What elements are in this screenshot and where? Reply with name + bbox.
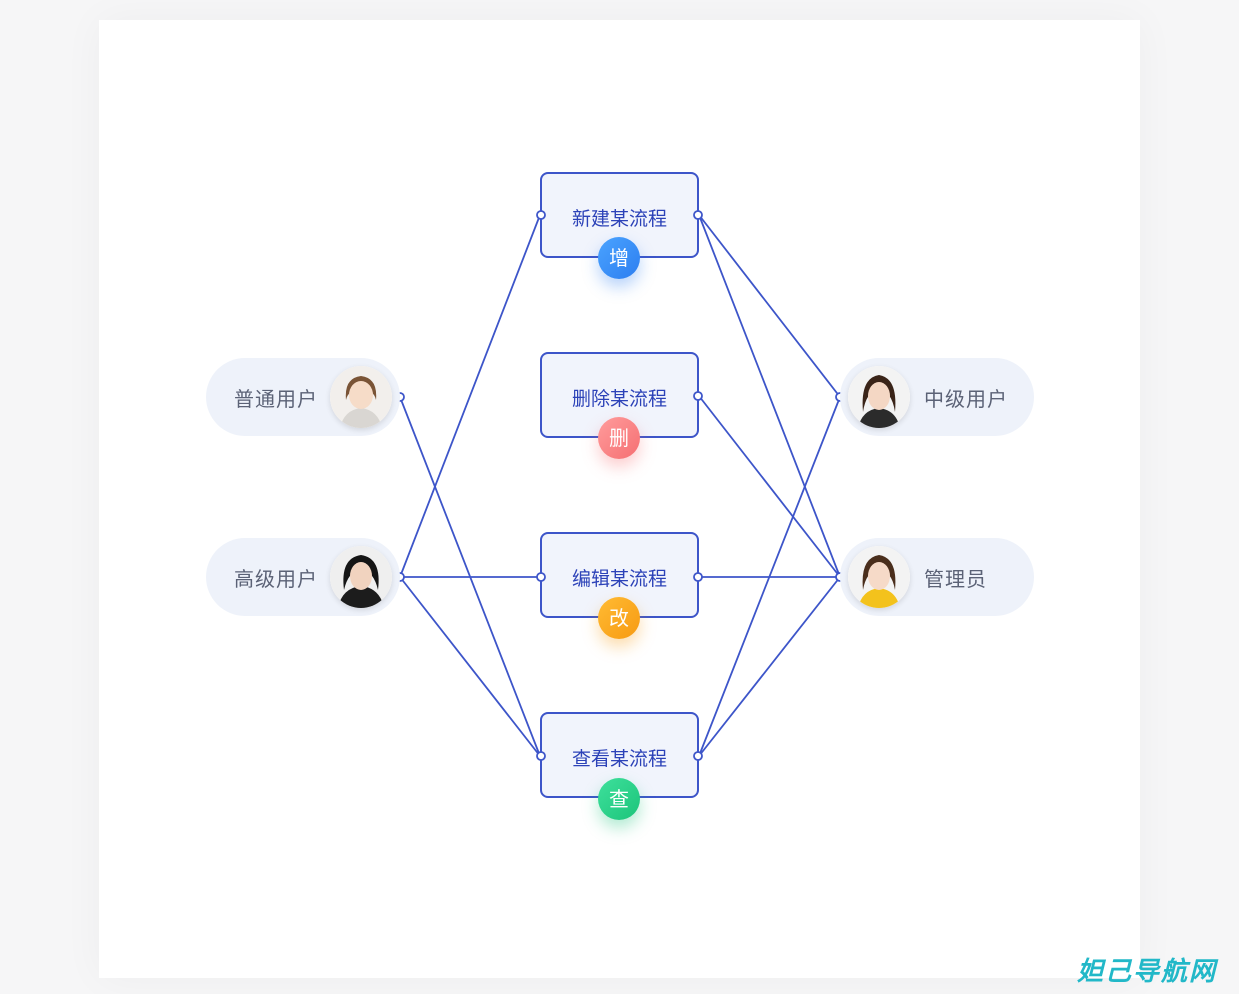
avatar xyxy=(848,546,910,608)
link-create-middle xyxy=(698,214,841,398)
badge-delete: 删 xyxy=(598,417,640,459)
badge-view: 查 xyxy=(598,778,640,820)
user-middle-label: 中级用户 xyxy=(924,386,1008,411)
process-view-label: 查看某流程 xyxy=(571,748,667,770)
link-view-admin xyxy=(698,576,841,757)
user-admin[interactable]: 管理员 xyxy=(840,538,1034,616)
process-view[interactable]: 查看某流程 xyxy=(540,712,699,798)
link-senior-create xyxy=(399,214,541,578)
user-middle[interactable]: 中级用户 xyxy=(840,358,1034,436)
avatar xyxy=(330,366,392,428)
user-normal-label: 普通用户 xyxy=(234,386,318,411)
user-admin-label: 管理员 xyxy=(924,566,987,591)
process-edit-label: 编辑某流程 xyxy=(571,568,667,590)
process-delete-label: 删除某流程 xyxy=(571,388,667,410)
process-create-label: 新建某流程 xyxy=(571,208,667,230)
user-normal[interactable]: 普通用户 xyxy=(206,358,400,436)
user-senior[interactable]: 高级用户 xyxy=(206,538,400,616)
link-delete-admin xyxy=(698,395,841,578)
user-senior-label: 高级用户 xyxy=(234,566,318,591)
avatar xyxy=(848,366,910,428)
link-create-admin xyxy=(698,214,841,578)
link-senior-view xyxy=(399,576,541,757)
avatar xyxy=(330,546,392,608)
badge-create: 增 xyxy=(598,237,640,279)
badge-edit: 改 xyxy=(598,597,640,639)
watermark: 妲己导航网 xyxy=(1076,957,1217,987)
